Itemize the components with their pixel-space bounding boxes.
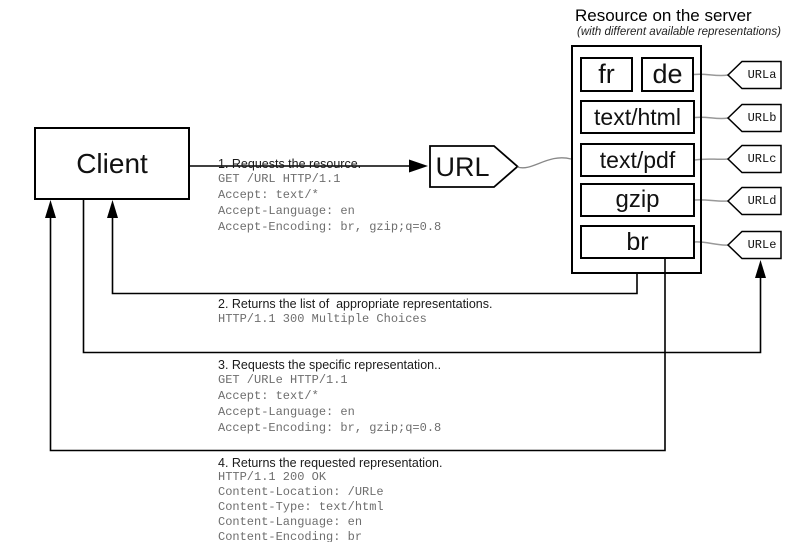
- url-tag-shape-c: [726, 144, 782, 174]
- representation-fr: fr: [580, 57, 633, 92]
- step4-code-line: Content-Type: text/html: [218, 500, 384, 514]
- step2-arrowhead-icon: [107, 200, 118, 218]
- representation-de: de: [641, 57, 694, 92]
- connector-texthtml-urlb: [694, 116, 729, 120]
- url-tag-shape-e: [726, 230, 782, 260]
- step3-code-line: Accept-Language: en: [218, 405, 355, 419]
- url-to-server-connector: [517, 157, 572, 169]
- connector-de-urla: [693, 73, 729, 77]
- step1-code-line: Accept-Encoding: br, gzip;q=0.8: [218, 220, 442, 234]
- url-node-shape: [429, 145, 519, 188]
- url-tag-c-label: URLc: [747, 152, 777, 166]
- step2-code-line: HTTP/1.1 300 Multiple Choices: [218, 312, 427, 326]
- step3-code-line: GET /URLe HTTP/1.1: [218, 373, 348, 387]
- step4-code-line: Content-Encoding: br: [218, 530, 363, 542]
- step2-response-line: [111, 216, 638, 295]
- step3-request-line: [82, 200, 762, 354]
- step2-label: 2. Returns the list of appropriate repre…: [218, 297, 493, 311]
- url-tag-shape-a: [726, 60, 782, 90]
- url-tag-a-label: URLa: [747, 68, 777, 82]
- representation-gzip: gzip: [580, 183, 695, 217]
- step1-code-line: Accept-Language: en: [218, 204, 355, 218]
- step4-label: 4. Returns the requested representation.: [218, 456, 443, 470]
- connector-br-urle: [693, 241, 729, 246]
- server-title: Resource on the server: [575, 6, 752, 25]
- step3-code-line: Accept: text/*: [218, 389, 319, 403]
- step4-arrowhead-icon: [45, 200, 56, 218]
- client-node: Client: [34, 127, 190, 200]
- representation-text-html: text/html: [580, 100, 695, 134]
- step4-code-line: HTTP/1.1 200 OK: [218, 470, 327, 484]
- server-subtitle: (with different available representation…: [577, 26, 781, 38]
- connector-textpdf-urlc: [694, 158, 729, 161]
- step4-code-line: Content-Language: en: [218, 515, 363, 529]
- step4-response-line: [49, 216, 666, 452]
- step3-arrowhead-icon: [755, 260, 766, 278]
- representation-br: br: [580, 225, 695, 259]
- representation-text-pdf: text/pdf: [580, 143, 695, 177]
- url-tag-e-label: URLe: [747, 238, 777, 252]
- step1-arrowhead-icon: [409, 159, 428, 173]
- step4-code-line: Content-Location: /URLe: [218, 485, 384, 499]
- url-tag-d-label: URLd: [747, 194, 777, 208]
- step1-label: 1. Requests the resource.: [218, 157, 362, 171]
- step1-code-line: GET /URL HTTP/1.1: [218, 172, 341, 186]
- step3-label: 3. Requests the specific representation.…: [218, 358, 442, 372]
- connector-gzip-urld: [694, 199, 729, 202]
- step1-code-line: Accept: text/*: [218, 188, 319, 202]
- server-box: [571, 45, 702, 274]
- url-tag-shape-d: [726, 186, 782, 216]
- step3-code-line: Accept-Encoding: br, gzip;q=0.8: [218, 421, 442, 435]
- url-tag-shape-b: [726, 103, 782, 133]
- url-node-label: URL: [435, 151, 490, 182]
- url-tag-b-label: URLb: [747, 111, 777, 125]
